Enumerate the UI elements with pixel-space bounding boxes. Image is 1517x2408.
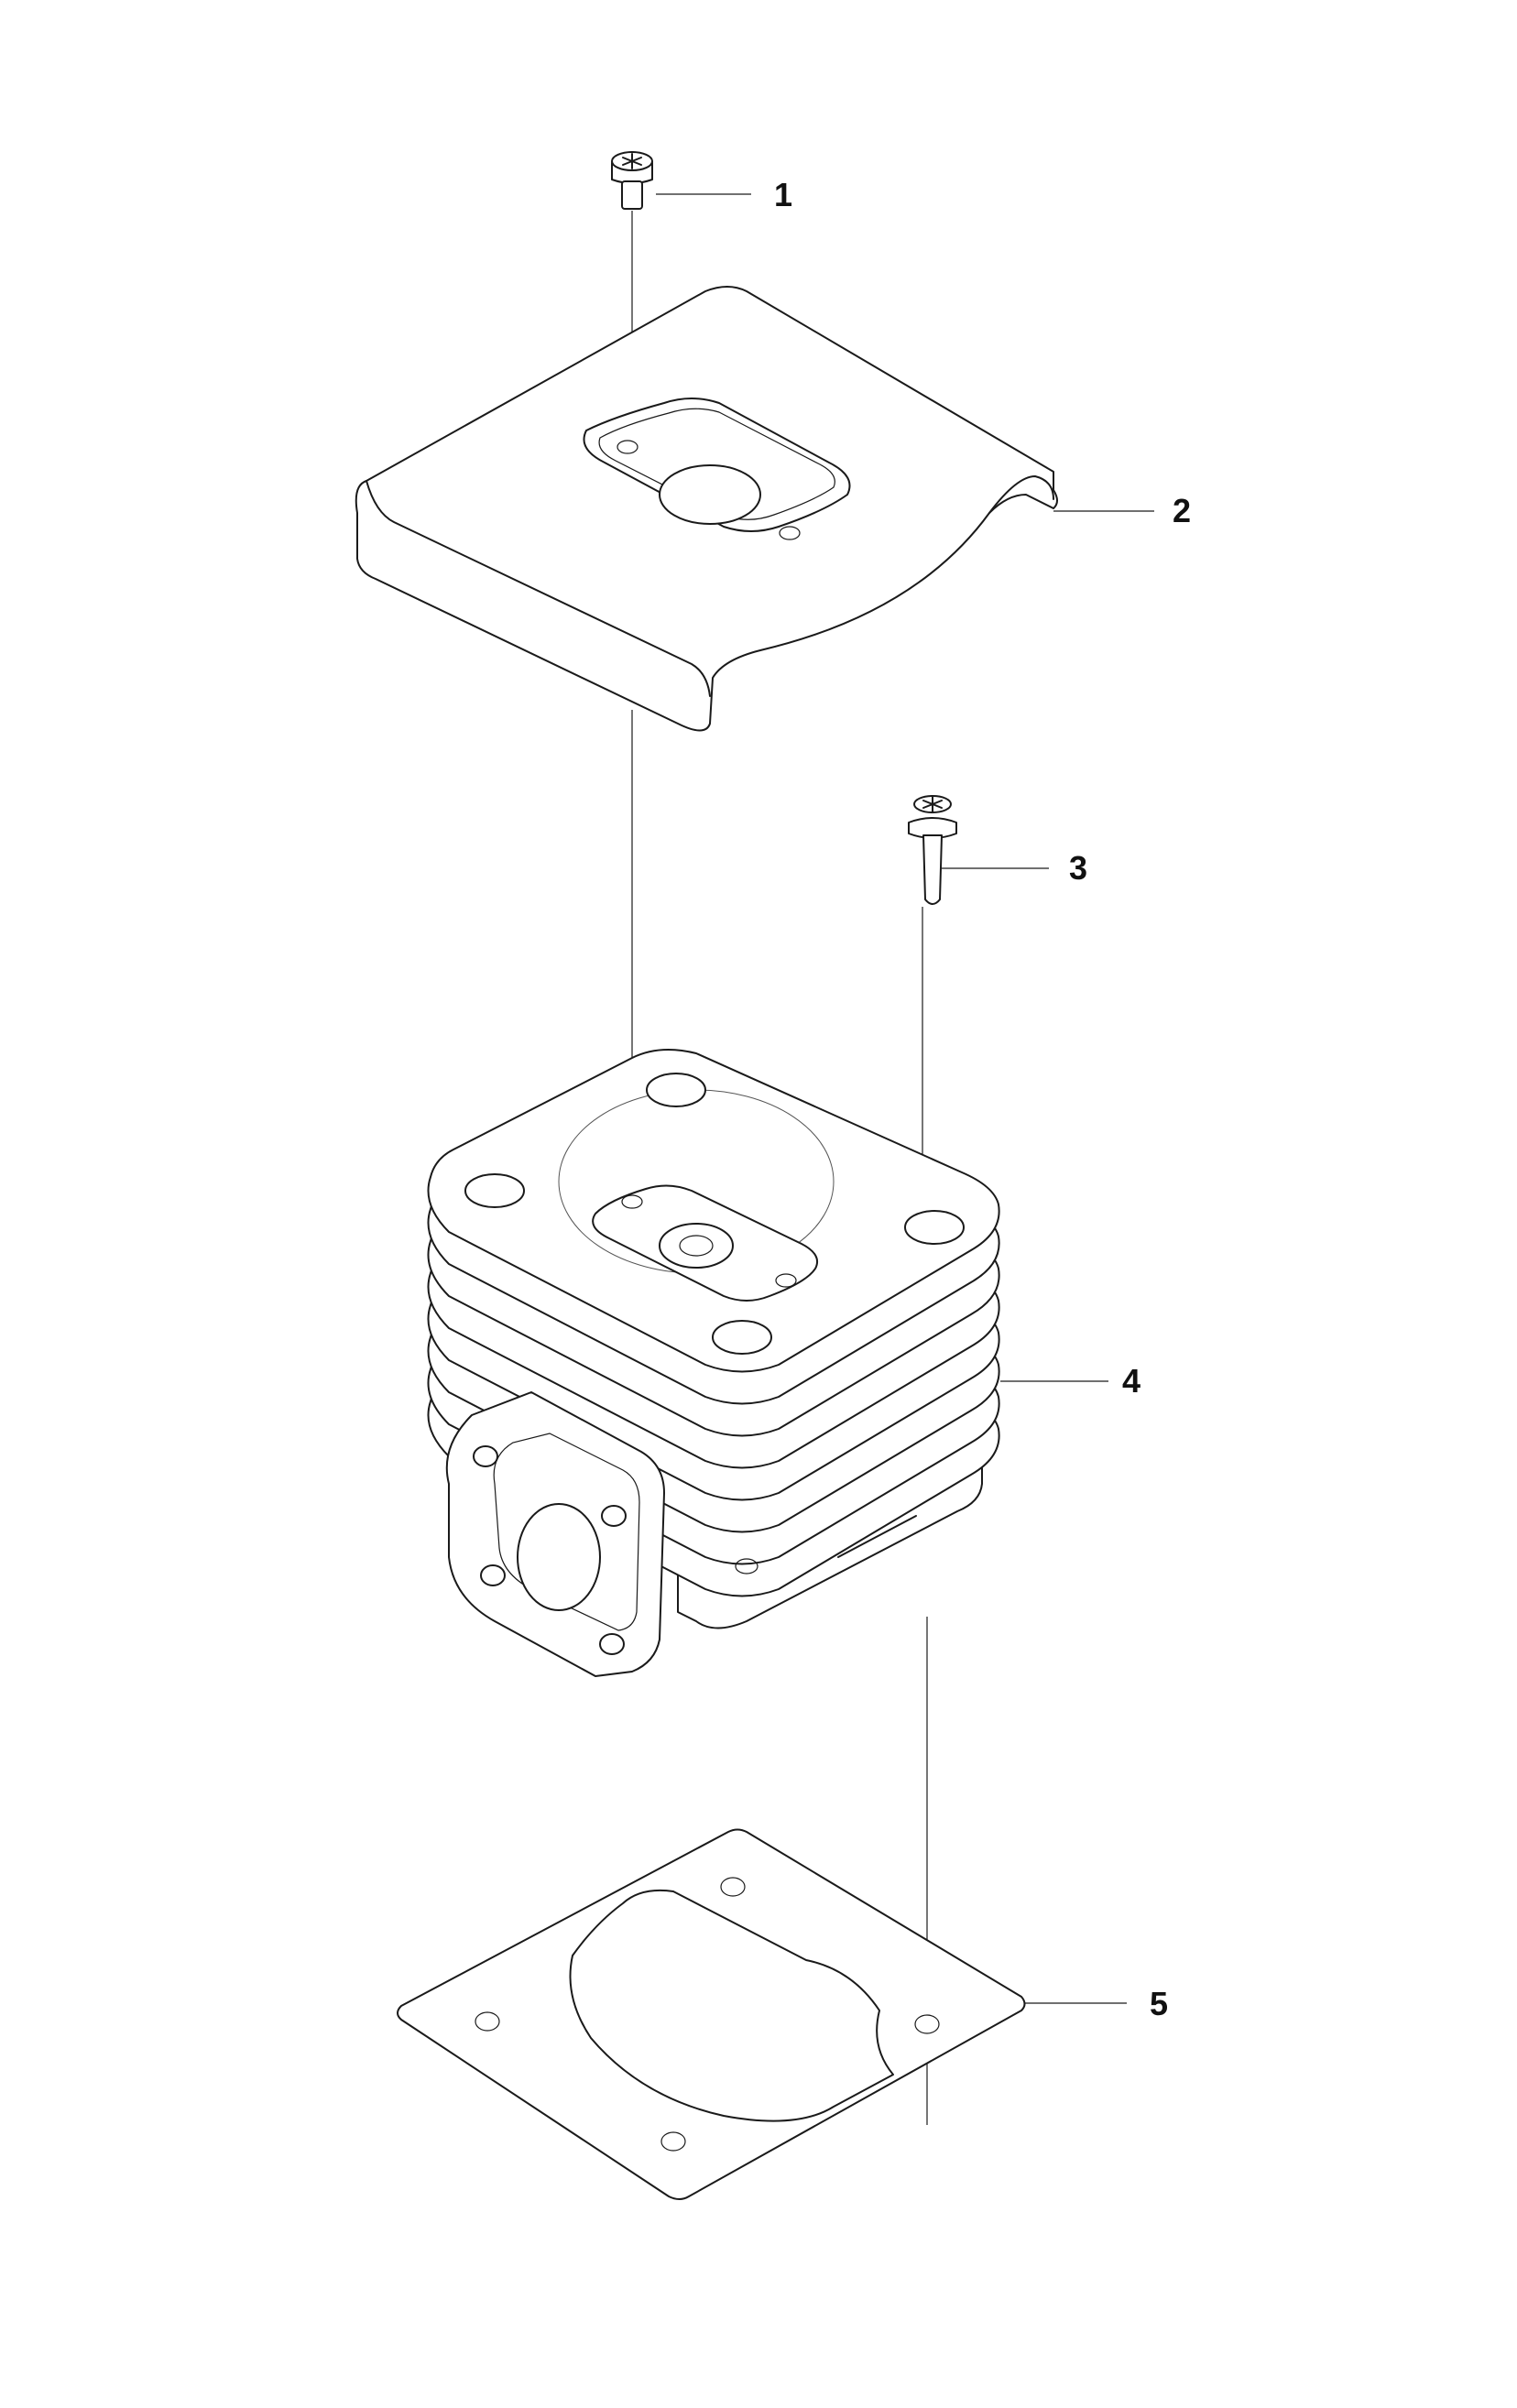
part-1-screw[interactable] [611, 151, 653, 210]
callout-2: 2 [1173, 492, 1191, 529]
callout-leaders [656, 193, 1154, 2004]
part-4-cylinder[interactable] [427, 1049, 1000, 1677]
callout-5: 5 [1150, 1985, 1168, 2022]
callout-1: 1 [774, 176, 792, 213]
callout-4: 4 [1122, 1362, 1140, 1400]
callout-3: 3 [1069, 849, 1087, 887]
callout-labels: 1 2 3 4 5 [774, 176, 1191, 2022]
part-2-heat-shield[interactable] [355, 286, 1058, 732]
part-3-screw[interactable] [908, 795, 957, 905]
part-5-gasket[interactable] [397, 1828, 1026, 2200]
